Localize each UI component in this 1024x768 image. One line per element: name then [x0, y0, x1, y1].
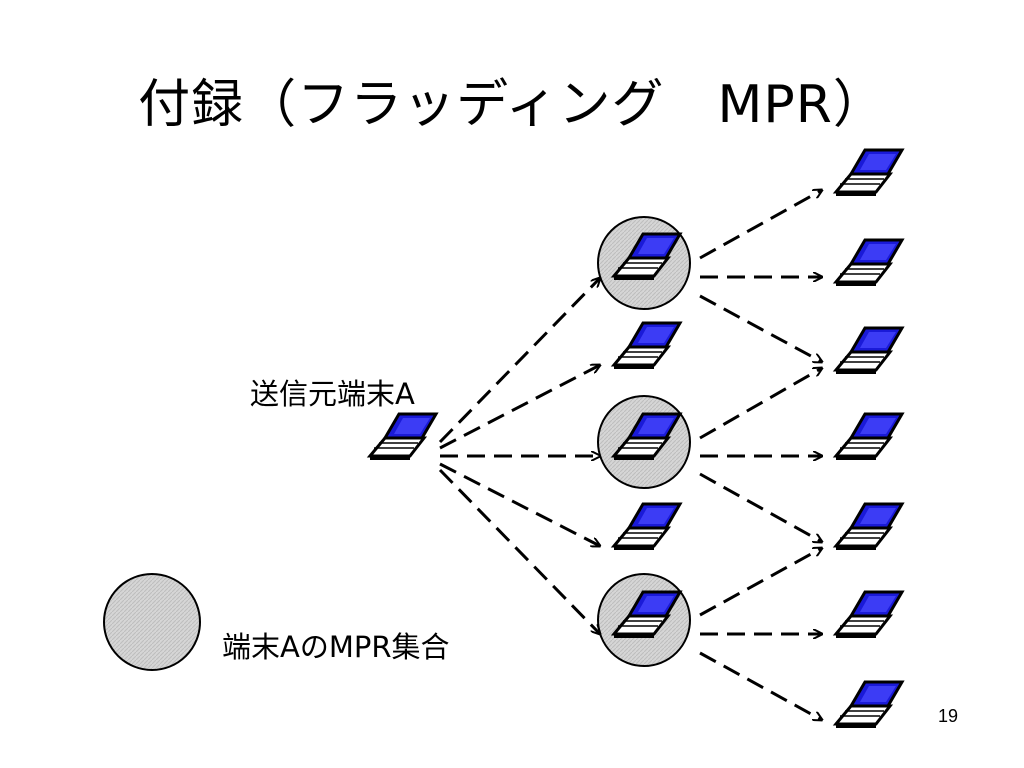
- slide-title: 付録（フラッディング MPR）: [138, 75, 886, 135]
- two-hop-laptop-icon-7: [834, 680, 904, 730]
- link-m1-t3: [699, 294, 822, 362]
- source-terminal-label: 送信元端末A: [250, 377, 415, 411]
- link-m3-t5: [699, 548, 822, 617]
- two-hop-laptop-icon-1: [834, 148, 904, 198]
- two-hop-laptop-icon-5: [834, 502, 904, 552]
- two-hop-laptop-icon-4: [834, 412, 904, 462]
- link-a-n2: [439, 365, 600, 450]
- two-hop-laptop-icon-2: [834, 238, 904, 288]
- two-hop-laptop-icon-6: [834, 590, 904, 640]
- page-number: 19: [938, 706, 959, 726]
- source-terminal-laptop-icon: [368, 412, 438, 462]
- neighbor-laptop-icon-4: [612, 502, 682, 552]
- links-source-to-neighbors: [438, 278, 600, 634]
- link-m1-t1: [699, 190, 822, 260]
- link-m2-t5: [699, 472, 822, 542]
- link-m2-t3: [699, 368, 822, 440]
- two-hop-laptop-icon-3: [834, 326, 904, 376]
- links-mpr-to-two-hop: [699, 190, 822, 720]
- link-a-n4: [439, 462, 600, 546]
- link-m3-t7: [699, 651, 822, 720]
- link-a-n5: [438, 468, 600, 634]
- link-a-n1: [438, 278, 600, 444]
- legend-mpr-circle: [103, 573, 201, 671]
- legend-text: 端末AのMPR集合: [222, 630, 450, 664]
- neighbor-laptop-icon-2: [612, 321, 682, 371]
